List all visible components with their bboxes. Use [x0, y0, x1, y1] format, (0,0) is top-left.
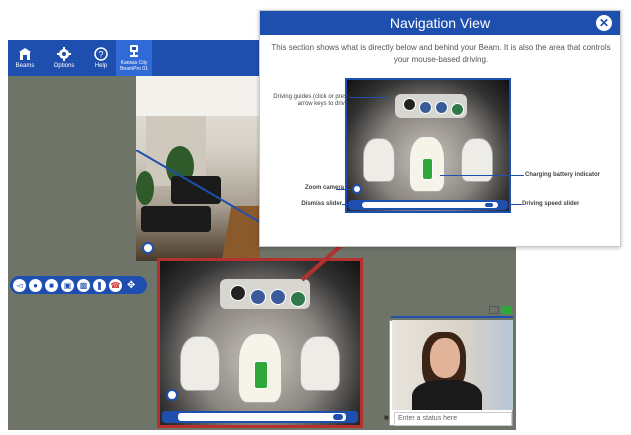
nav-options-label: Options: [53, 63, 75, 69]
nav-help-label: Help: [94, 63, 108, 69]
mic-icon[interactable]: ●: [29, 278, 42, 292]
slider-track: [178, 413, 346, 421]
popup-header: Navigation View ✕: [260, 11, 620, 35]
nav-kansas-city-sublabel: BeamPro 01: [120, 66, 148, 72]
callout-driving-guides: Driving guides (click or press arrow key…: [273, 94, 350, 107]
dock-pod-right: [461, 138, 493, 182]
navigation-view-image: [160, 261, 360, 425]
navigation-view[interactable]: [157, 258, 363, 428]
driving-speed-slider: [348, 200, 508, 210]
driving-guide-icon[interactable]: [250, 289, 266, 305]
popup-navigation-image-inner: [347, 80, 509, 211]
dock-pod-left: [180, 336, 220, 391]
nav-kansas-city-label: Kansas City: [120, 60, 148, 66]
navigation-view-popup: Navigation View ✕ This section shows wha…: [259, 10, 621, 247]
status-input[interactable]: Enter a status here: [394, 412, 512, 426]
driving-guide-icon[interactable]: [230, 285, 246, 301]
beams-icon: [19, 48, 31, 60]
callout-charging-battery: Charging battery indicator: [525, 172, 601, 178]
speaker-icon[interactable]: ◅: [13, 278, 26, 292]
slider-knob: [484, 202, 494, 208]
screen-share-icon[interactable]: ▣: [61, 278, 74, 292]
callout-line: [342, 204, 350, 205]
callout-driving-speed: Driving speed slider: [522, 201, 580, 207]
nav-kansas-city[interactable]: Kansas City BeamPro 01: [116, 40, 152, 76]
drag-handle-icon[interactable]: ✥: [127, 279, 136, 291]
callout-line: [336, 189, 350, 190]
sofa: [171, 176, 221, 204]
sofa: [141, 206, 211, 232]
svg-text:?: ?: [98, 50, 103, 60]
callout-zoom-camera: Zoom camera: [304, 185, 344, 191]
driving-speed-slider[interactable]: [162, 411, 358, 423]
driving-guide-icon[interactable]: [270, 289, 286, 305]
driving-guide-icon: [419, 101, 432, 114]
status-icon: ■: [384, 413, 389, 422]
self-video-toolbar: [391, 306, 513, 318]
dock-pod-left: [363, 138, 395, 182]
photo-icon[interactable]: ▩: [77, 278, 90, 292]
self-video-image: [392, 320, 513, 410]
nav-options[interactable]: Options: [46, 40, 82, 76]
gear-icon: [57, 47, 71, 61]
driving-guide-icon: [435, 101, 448, 114]
help-icon: ?: [94, 47, 108, 61]
battery-indicator: [501, 306, 512, 314]
driving-guide-icon: [451, 103, 464, 116]
pip-icon[interactable]: [489, 306, 499, 314]
callout-line: [350, 97, 388, 98]
battery-indicator: [422, 158, 433, 180]
slider-track: [362, 202, 498, 208]
main-camera-view[interactable]: [136, 76, 260, 261]
zoom-camera-icon[interactable]: [142, 242, 154, 254]
beam-device-icon: [130, 45, 138, 57]
hang-up-icon[interactable]: ☎: [109, 278, 122, 292]
zoom-camera-icon: [352, 184, 362, 194]
driving-guide-icon[interactable]: [290, 291, 306, 307]
plant: [136, 171, 154, 205]
popup-title: Navigation View: [389, 15, 491, 31]
zoom-camera-icon[interactable]: [166, 389, 178, 401]
close-icon[interactable]: ✕: [596, 15, 612, 31]
camera-icon[interactable]: ■: [45, 278, 58, 292]
popup-description: This section shows what is directly belo…: [271, 43, 611, 64]
callout-line: [440, 175, 524, 176]
call-controls: ◅ ● ■ ▣ ▩ ❚ ☎ ✥: [10, 276, 147, 294]
callout-connector: [136, 150, 261, 223]
top-nav-bar: Beams Options ? Help Kansas City BeamPro…: [8, 40, 294, 76]
callout-line: [510, 204, 522, 205]
battery-indicator: [254, 361, 268, 389]
nav-beams[interactable]: Beams: [8, 40, 42, 76]
nav-help[interactable]: ? Help: [86, 40, 116, 76]
driving-guide-icon: [403, 98, 416, 111]
nav-beams-label: Beams: [15, 63, 35, 69]
ceiling: [136, 76, 260, 116]
pause-icon[interactable]: ❚: [93, 278, 106, 292]
slider-knob[interactable]: [332, 413, 344, 421]
callout-dismiss-slider: Dismiss slider: [301, 201, 342, 207]
popup-navigation-image: [345, 78, 511, 213]
dock-pod-right: [300, 336, 340, 391]
